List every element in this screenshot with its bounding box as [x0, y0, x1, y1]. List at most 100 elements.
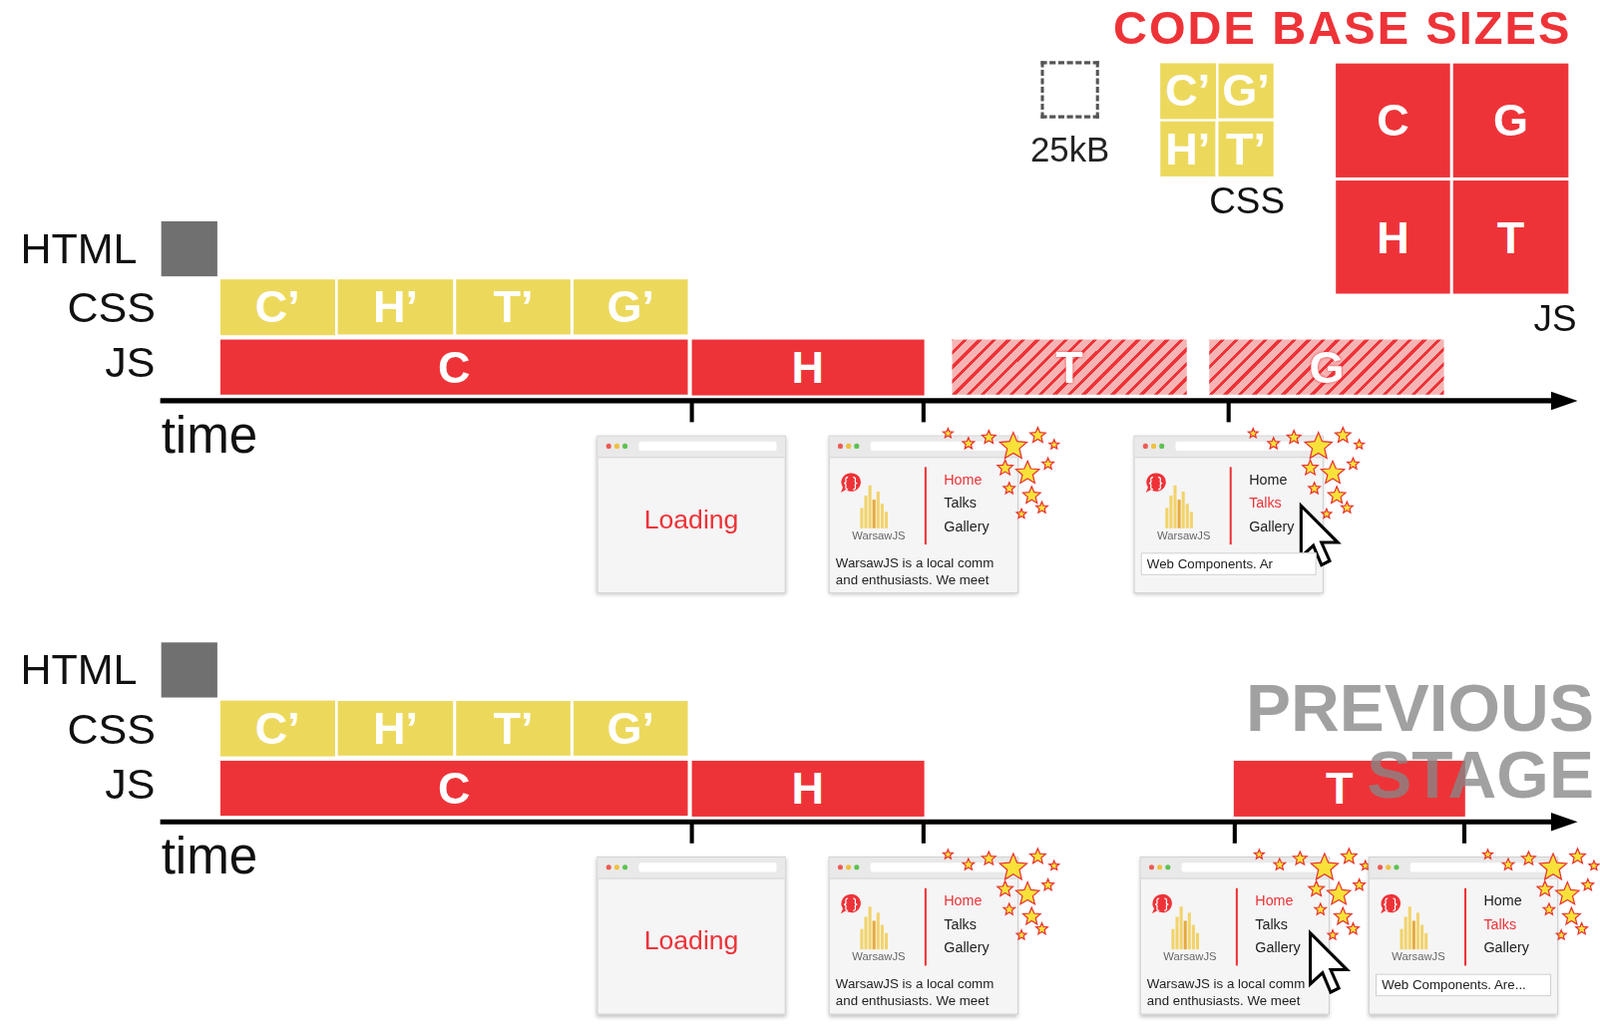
browser-window: WarsawJSHomeTalksGalleryWarsawJS is a lo…	[828, 856, 1019, 1016]
logo-bar	[1400, 929, 1404, 950]
window-dot	[1151, 443, 1157, 449]
time-axis	[160, 819, 1557, 825]
logo-bubble	[840, 894, 861, 915]
sparkle-star	[1327, 882, 1351, 905]
sparkle-star	[1353, 879, 1366, 891]
window-dot	[614, 864, 620, 870]
module-name: T	[1497, 211, 1526, 263]
logo-bubble	[1152, 894, 1173, 915]
sparkle-star	[1016, 930, 1027, 940]
browser-window: WarsawJSHomeTalksGalleryWarsawJS is a lo…	[1140, 856, 1330, 1016]
js-block: C	[220, 761, 689, 816]
logo-bar	[1169, 495, 1173, 529]
nav-item: Talks	[943, 915, 977, 932]
sparkle-star	[1333, 907, 1352, 925]
sparkle-star	[1310, 853, 1338, 880]
window-illustration	[829, 436, 1020, 596]
sparkle-star	[1341, 848, 1358, 864]
js-block: H	[692, 761, 924, 816]
axis-tick	[690, 400, 695, 422]
address-bar	[1410, 862, 1550, 872]
lazy-js-block: T	[951, 340, 1187, 396]
nav-item: Home	[943, 470, 982, 487]
logo-bar	[880, 503, 884, 529]
logo-bar	[1178, 499, 1182, 529]
logo-bubble	[840, 472, 861, 493]
nav-divider	[924, 466, 927, 545]
sparkle-star	[942, 849, 953, 859]
logo-label: WarsawJS	[851, 950, 905, 963]
sparkle-star	[1015, 882, 1039, 905]
sparkle-star	[1042, 879, 1055, 891]
module-name: C’	[255, 281, 301, 333]
window-dot	[837, 443, 843, 449]
axis-tick	[1226, 400, 1231, 422]
row-label: CSS	[67, 283, 156, 333]
module-name: T’	[493, 281, 534, 333]
sparkle-star	[1341, 501, 1354, 513]
sparkle-star	[1537, 881, 1554, 897]
module-name: T	[1325, 763, 1354, 814]
window-dot	[1385, 864, 1391, 870]
js-block: T	[1453, 180, 1570, 295]
module-name: C’	[255, 703, 301, 755]
browser-window: Loading	[596, 435, 786, 595]
css-block: H’	[1160, 121, 1215, 177]
sparkle-star	[962, 437, 975, 449]
nav-item: Talks	[1248, 494, 1282, 511]
logo-bar	[1412, 920, 1416, 950]
logo-bar	[863, 495, 867, 529]
logo-label: WarsawJS	[1391, 950, 1445, 963]
sparkle-star	[997, 459, 1014, 475]
sparkle-star	[1563, 907, 1582, 925]
axis-arrowhead	[1551, 392, 1579, 410]
logo-braces	[1155, 898, 1169, 911]
row-label: HTML	[19, 224, 137, 274]
logo-bubble	[1146, 472, 1167, 493]
sparkle-star	[981, 851, 996, 865]
loading-text: Loading	[644, 925, 740, 958]
logo-bar	[1192, 925, 1196, 951]
js-block: H	[1335, 180, 1451, 295]
window-dot	[1393, 864, 1399, 870]
js-block: G	[1453, 62, 1570, 178]
lazy-js-block: G	[1208, 340, 1444, 396]
logo-bar	[859, 929, 863, 950]
nav-item: Gallery	[943, 518, 989, 535]
content-text: Web Components. Are...	[1381, 977, 1527, 993]
css-block: G’	[573, 701, 689, 757]
sparkle-star	[1576, 923, 1589, 935]
logo-bar	[880, 925, 884, 951]
sparkle-star	[1273, 858, 1286, 870]
logo-bar	[1173, 485, 1177, 529]
logo-label: WarsawJS	[851, 529, 905, 542]
html-block	[161, 221, 218, 277]
css-block: C’	[1160, 62, 1215, 118]
module-name: C	[1376, 94, 1410, 146]
nav-item: Home	[1254, 892, 1293, 909]
logo-bar	[1175, 916, 1179, 950]
axis-label: time	[161, 405, 259, 465]
sparkle-star	[1286, 430, 1301, 444]
window-dot	[1159, 443, 1165, 449]
nav-divider	[1235, 888, 1238, 967]
nav-item: Talks	[1254, 915, 1288, 932]
html-block	[161, 642, 218, 698]
nav-item: Talks	[943, 494, 977, 511]
address-bar	[870, 862, 1010, 872]
logo-bar	[1404, 916, 1408, 950]
window-dot	[1149, 864, 1155, 870]
sparkle-star	[997, 881, 1014, 897]
content-text: WarsawJS is a local comm	[1147, 976, 1305, 992]
nav-item: Home	[1248, 470, 1287, 487]
window-illustration	[829, 857, 1020, 1017]
logo-braces	[1149, 477, 1163, 490]
css-block: H’	[338, 701, 454, 757]
window-dot	[853, 864, 859, 870]
sparkle-star	[1556, 930, 1567, 940]
sparkle-star	[1003, 482, 1016, 494]
module-name: H	[791, 342, 824, 394]
window-dot	[622, 864, 628, 870]
module-name: H’	[373, 281, 418, 333]
sparkle-star	[1539, 853, 1567, 880]
